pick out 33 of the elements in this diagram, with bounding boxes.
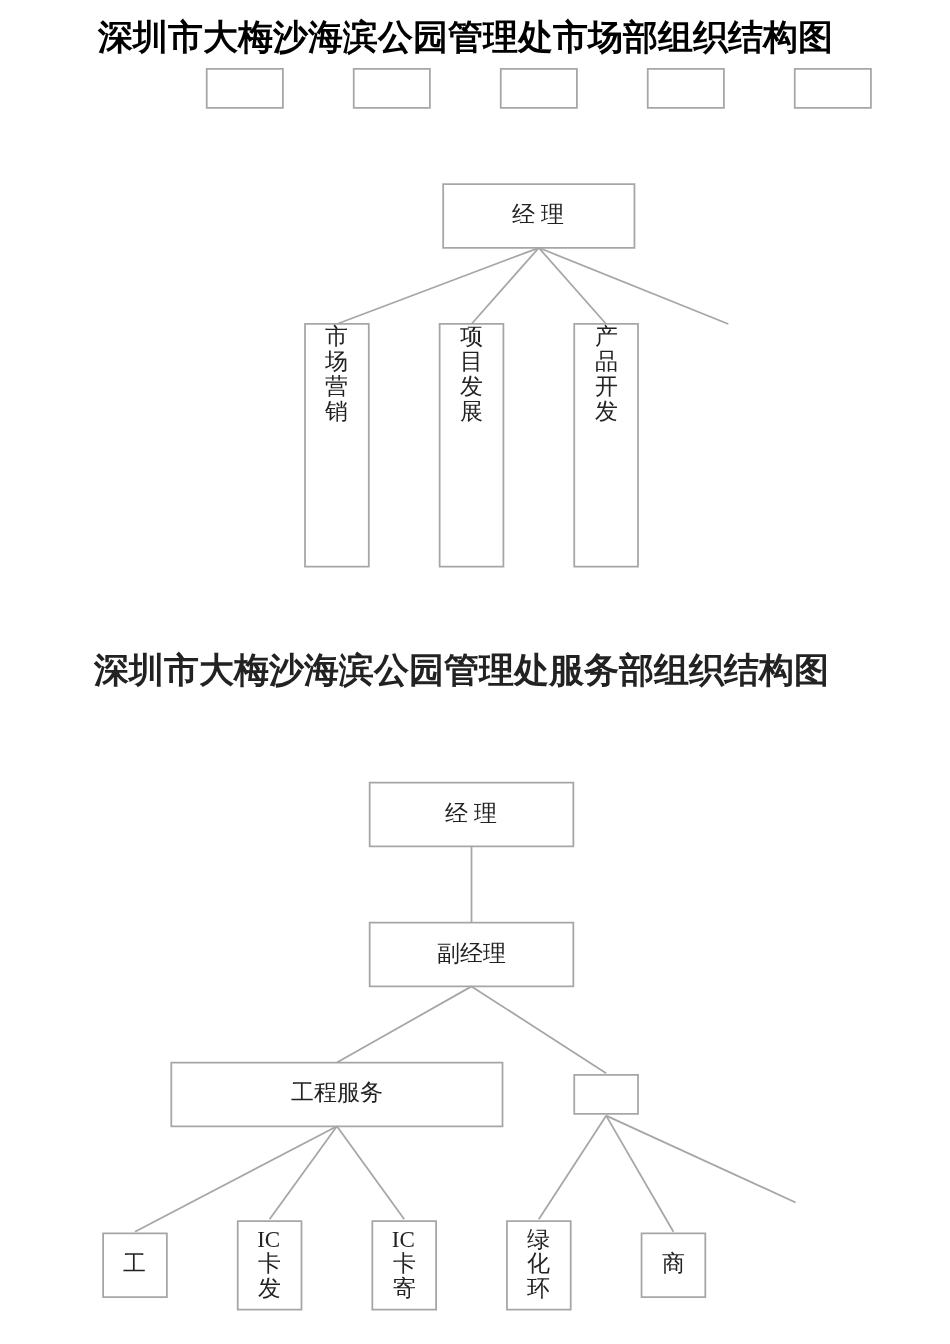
connector	[537, 246, 607, 325]
node-box	[499, 68, 578, 109]
node-box: IC卡发	[236, 1220, 302, 1311]
connector	[133, 1125, 338, 1233]
connector	[470, 246, 540, 325]
node-box: 商	[640, 1232, 706, 1299]
node-box: 绿化环	[505, 1220, 572, 1311]
node-box: 项目发展	[438, 323, 504, 568]
node-box	[205, 68, 284, 109]
connector	[604, 1114, 797, 1204]
node-box: 市场营销	[303, 323, 370, 568]
node-box	[572, 1074, 639, 1115]
connector	[604, 1114, 674, 1233]
node-box: 工	[101, 1232, 168, 1299]
node-box	[352, 68, 431, 109]
connector	[537, 246, 729, 325]
node-box: 产品开发	[572, 323, 639, 568]
node-box: 工程服务	[169, 1061, 503, 1128]
connector	[335, 1125, 405, 1221]
node-box: 经 理	[441, 183, 635, 249]
connector	[268, 1125, 338, 1221]
node-box: 副经理	[368, 921, 574, 988]
connector	[335, 985, 472, 1064]
connector	[537, 1114, 607, 1221]
label: 深圳市大梅沙海滨公园管理处服务部组织结构图	[93, 648, 829, 690]
node-box	[646, 68, 725, 109]
diagram-title: 深圳市大梅沙海滨公园管理处市场部组织结构图	[97, 16, 833, 58]
node-box	[793, 68, 872, 109]
connector	[335, 246, 540, 325]
node-box: IC卡寄	[370, 1220, 437, 1311]
node-box: 经 理	[368, 781, 574, 848]
connector	[470, 845, 472, 924]
connector	[470, 985, 607, 1075]
